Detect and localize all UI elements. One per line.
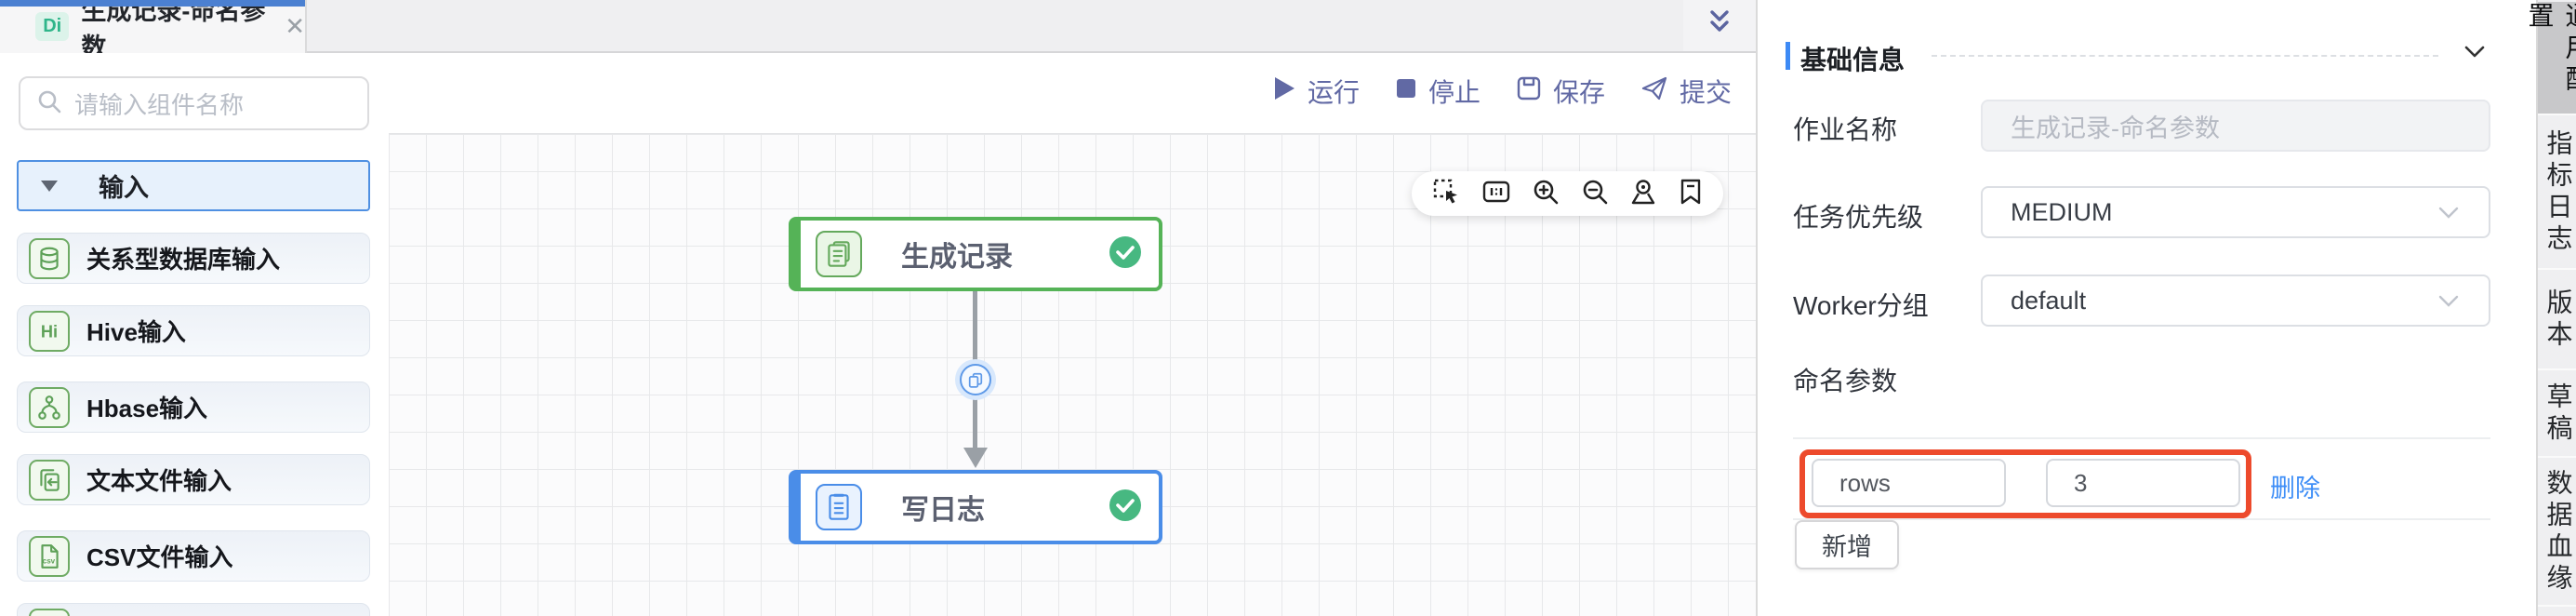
sidebar-item-hive-input[interactable]: Hi Hive输入 [17,305,370,356]
chevron-double-down-icon [1704,8,1735,43]
right-dock-tabs: 通用配置 指标日志 版本 草稿 数据血缘 [2526,0,2576,616]
field-label-worker-group: Worker分组 [1793,291,1929,320]
param-value-input[interactable] [2046,459,2240,507]
marquee-select-icon[interactable] [1432,178,1460,210]
tab-data-lineage[interactable]: 数据血缘 [2538,460,2576,607]
collapse-section-chevron-icon[interactable] [2461,43,2489,66]
chevron-down-icon [2437,198,2461,227]
collapse-panel-button[interactable] [1683,0,1756,51]
canvas-tools [1412,171,1723,216]
zoom-out-icon[interactable] [1581,178,1609,210]
section-title: 基础信息 [1800,46,1905,74]
editor-tab-bar: Di 生成记录-命名参数 ✕ [0,0,1756,61]
worker-group-select[interactable]: default [1981,275,2490,327]
csv-file-icon: csv [29,535,70,577]
sidebar-item-text-file-input[interactable]: 文本文件输入 [17,454,370,505]
text-file-icon [29,459,70,501]
config-panel: 基础信息 作业名称 生成记录-命名参数 任务优先级 MEDIUM Worker分… [1756,0,2536,616]
flow-canvas[interactable]: 运行 停止 保存 提交 [389,53,1758,616]
chevron-down-icon [2437,287,2461,315]
submit-button[interactable]: 提交 [1640,73,1732,110]
write-log-icon [816,484,862,530]
hive-icon: Hi [29,310,70,352]
play-icon [1272,75,1296,108]
search-input[interactable]: 请输入组件名称 [19,76,369,130]
copy-icon [960,364,991,395]
search-icon [35,87,63,120]
node-title: 生成记录 [901,242,1013,273]
edge-copy-badge[interactable] [955,359,996,400]
generate-records-icon [816,231,862,277]
sidebar-item-csv-file-input[interactable]: csv CSV文件输入 [17,530,370,582]
field-label-job-name: 作业名称 [1793,115,1898,144]
tab-draft[interactable]: 草稿 [2538,372,2576,458]
delete-param-link[interactable]: 删除 [2270,475,2320,502]
priority-select[interactable]: MEDIUM [1981,186,2490,238]
sidebar-item-rdb-input[interactable]: 关系型数据库输入 [17,233,370,284]
node-write-log[interactable]: 写日志 [789,470,1162,544]
tab-general-config[interactable]: 通用配置 [2526,2,2576,115]
param-key-input[interactable] [1812,459,2006,507]
section-accent-bar [1786,42,1790,70]
sidebar-item-partial[interactable] [17,603,370,616]
save-button[interactable]: 保存 [1516,73,1605,110]
tab-version[interactable]: 版本 [2538,272,2576,370]
job-name-input[interactable]: 生成记录-命名参数 [1981,100,2490,152]
node-generate-records[interactable]: 生成记录 [789,217,1162,291]
svg-text:Hi: Hi [41,322,58,341]
bookmark-icon[interactable] [1679,178,1703,210]
active-tab-indicator [0,0,305,7]
tab-active[interactable]: Di 生成记录-命名参数 ✕ [0,0,307,61]
success-check-icon [1109,235,1142,274]
node-title: 写日志 [901,495,985,526]
stop-button[interactable]: 停止 [1395,73,1481,110]
stop-icon [1395,76,1417,106]
edge-arrowhead [963,448,988,468]
section-divider [1932,55,2438,57]
zoom-in-icon[interactable] [1532,178,1560,210]
close-icon[interactable]: ✕ [285,12,305,40]
canvas-action-toolbar: 运行 停止 保存 提交 [1272,72,1732,111]
search-placeholder: 请输入组件名称 [74,90,245,119]
sidebar-group-input[interactable]: 输入 [17,160,370,211]
add-param-button[interactable]: 新增 [1795,520,1899,569]
sidebar-item-hbase-input[interactable]: Hbase输入 [17,382,370,433]
field-label-priority: 任务优先级 [1793,203,1924,232]
hbase-branch-icon [29,386,70,428]
database-icon [29,237,70,279]
di-badge: Di [35,12,70,41]
svg-text:csv: csv [43,556,56,565]
success-check-icon [1109,489,1142,527]
save-icon [1516,75,1542,108]
tab-metrics-log[interactable]: 指标日志 [2538,117,2576,270]
param-row-divider [1793,518,2490,520]
run-button[interactable]: 运行 [1272,73,1360,110]
actual-size-icon[interactable] [1481,178,1511,210]
locate-icon[interactable] [1629,178,1657,210]
component-sidebar: 请输入组件名称 输入 关系型数据库输入 Hi Hive输入 [0,53,389,616]
paper-plane-icon [1640,75,1668,108]
param-row-divider [1793,437,2490,439]
component-icon [29,608,70,616]
named-params-label: 命名参数 [1793,367,1898,395]
section-header: 基础信息 [1758,37,2538,74]
annotation-highlight [1799,449,2251,518]
caret-down-icon [41,180,58,192]
